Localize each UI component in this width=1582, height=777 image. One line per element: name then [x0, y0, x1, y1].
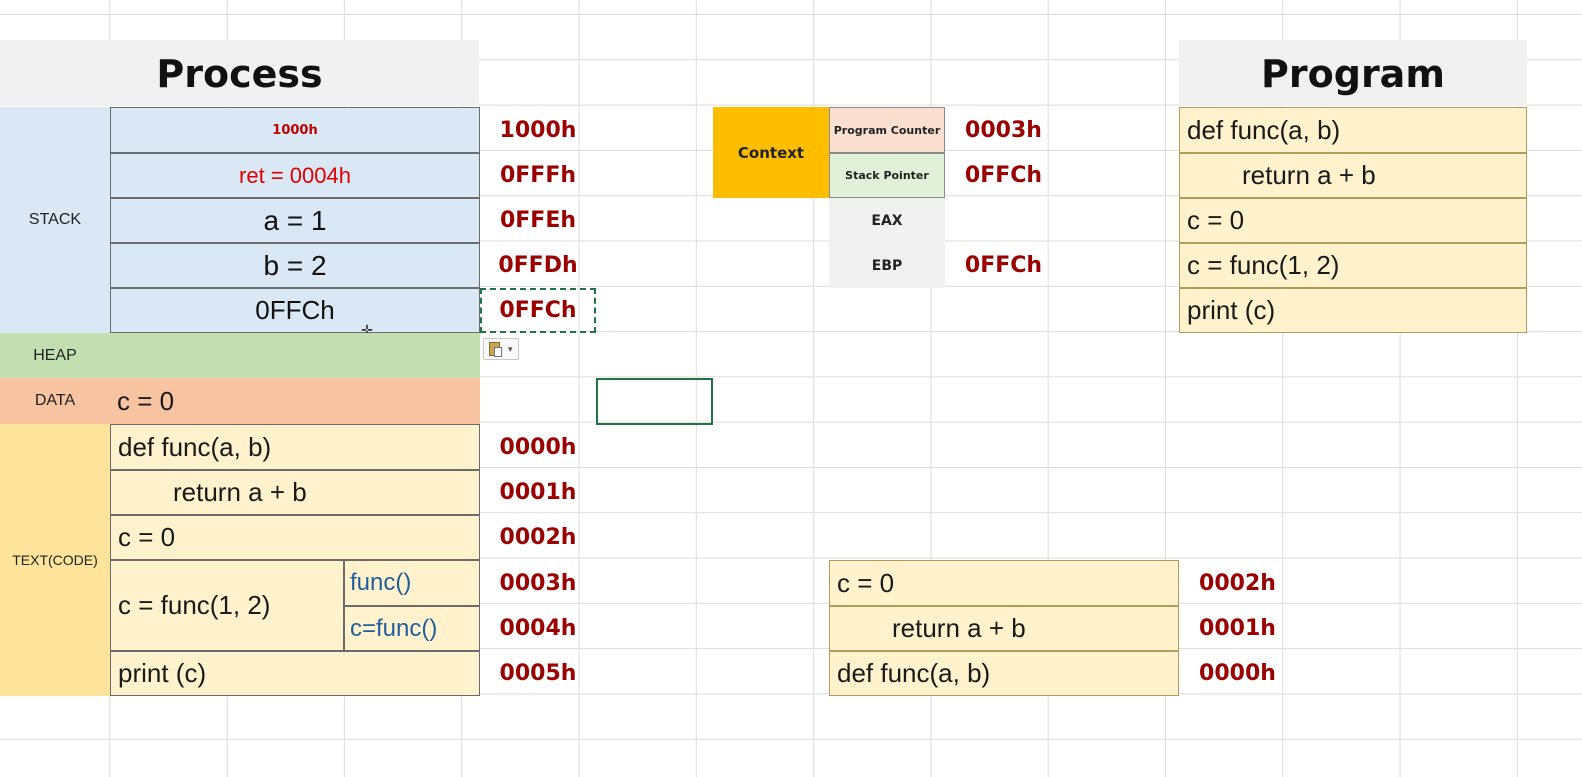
text-subline: func() [344, 560, 480, 606]
call-stack-addr: 0001h [1199, 616, 1276, 641]
call-stack-line: c = 0 [829, 560, 1179, 606]
stack-pointer-value: 0FFCh [964, 163, 1043, 188]
stack-cell-b: b = 2 [110, 243, 480, 288]
stack-cell-value: a = 1 [263, 204, 327, 236]
text-line: def func(a, b) [110, 424, 480, 470]
clipboard-icon [494, 347, 502, 357]
text-subline: c=func() [344, 606, 480, 651]
stack-addr-copied[interactable]: 0FFCh [480, 288, 596, 333]
stack-cell-value: ret = 0004h [239, 162, 351, 188]
header-band [0, 40, 479, 106]
stack-label: STACK [0, 107, 110, 333]
call-stack-line: return a + b [829, 606, 1179, 651]
stack-cell-value: 0FFCh [255, 295, 335, 325]
eax-label: EAX [829, 198, 945, 243]
stack-addr: 0FFDh [498, 253, 578, 278]
stack-cell-value: 1000h [272, 122, 318, 138]
text-line: print (c) [110, 651, 480, 696]
chevron-down-icon: ▾ [508, 344, 513, 354]
text-line: c = func(1, 2) [110, 560, 344, 651]
call-stack-addr: 0002h [1199, 570, 1276, 596]
call-stack-line: def func(a, b) [829, 651, 1179, 696]
text-addr: 0005h [499, 661, 577, 686]
text-addr: 0001h [499, 480, 577, 505]
text-line: c = 0 [110, 515, 480, 560]
stack-cell-0ffch: 0FFCh [110, 288, 480, 333]
program-counter-label: Program Counter [829, 107, 945, 153]
ebp-value: 0FFCh [964, 253, 1043, 278]
context-label: Context [713, 107, 829, 198]
text-code-label: TEXT(CODE) [0, 424, 110, 696]
process-title: Process [156, 52, 323, 96]
data-cell: c = 0 [110, 378, 480, 424]
program-title: Program [1261, 52, 1445, 96]
selected-cell[interactable] [596, 378, 713, 425]
text-line: return a + b [110, 470, 480, 515]
paste-options-button[interactable]: ▾ [483, 338, 519, 360]
program-line: print (c) [1179, 288, 1527, 333]
stack-addr: 1000h [499, 117, 577, 143]
text-addr: 0003h [499, 570, 577, 596]
stack-addr: 0FFFh [499, 163, 577, 188]
data-label: DATA [0, 378, 110, 424]
heap-label: HEAP [0, 333, 110, 378]
program-line: c = func(1, 2) [1179, 243, 1527, 288]
program-counter-value: 0003h [965, 117, 1042, 143]
stack-pointer-label: Stack Pointer [829, 153, 945, 198]
stack-cell-ret: ret = 0004h [110, 153, 480, 198]
program-header-band [1179, 40, 1527, 106]
call-stack-addr: 0000h [1199, 661, 1276, 686]
stack-addr: 0FFEh [499, 208, 577, 233]
text-addr: 0002h [499, 525, 577, 550]
stack-cell-a: a = 1 [110, 198, 480, 243]
stack-cell-1000h: 1000h [110, 107, 480, 153]
stack-cell-value: b = 2 [263, 249, 327, 281]
text-addr: 0000h [499, 434, 577, 460]
program-line: return a + b [1179, 153, 1527, 198]
ebp-label: EBP [829, 243, 945, 288]
text-addr: 0004h [499, 616, 577, 641]
move-cursor-icon: ✛ [361, 322, 373, 338]
program-line: c = 0 [1179, 198, 1527, 243]
program-line: def func(a, b) [1179, 107, 1527, 153]
heap-cell [110, 333, 480, 378]
eax-value [945, 198, 1062, 243]
